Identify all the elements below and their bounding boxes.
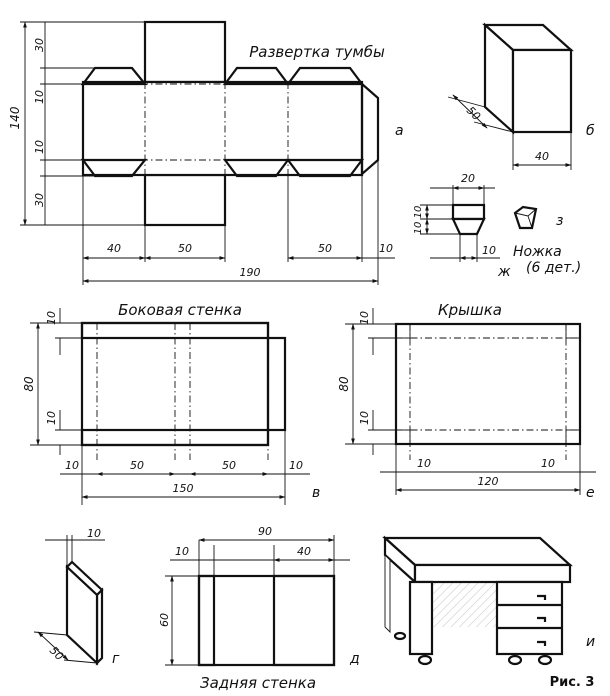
panel-v-title: Боковая стенка (118, 301, 242, 319)
dim-10-top: 10 (358, 311, 371, 325)
dim-40: 40 (535, 150, 549, 163)
dim-50-b: 50 (222, 459, 236, 472)
figure-caption: Рис. 3 (550, 675, 595, 690)
glue-tab (80, 66, 148, 86)
leg-letter: з (556, 213, 563, 229)
dim-10-left: 10 (65, 459, 79, 472)
dim-10: 10 (87, 527, 101, 540)
panel-b-letter: б (586, 123, 595, 139)
panel-d-title: Задняя стенка (200, 674, 316, 692)
dim-50-a: 50 (178, 242, 192, 255)
panel-a-letter: а (395, 123, 404, 139)
panel-i-letter: и (586, 634, 595, 650)
panel-zh-letter: ж (497, 264, 511, 280)
bottom-flap (143, 173, 227, 227)
leg-note-2: (6 дет.) (526, 260, 581, 276)
dim-50-b: 50 (318, 242, 332, 255)
dim-50-a: 50 (130, 459, 144, 472)
glue-tab (80, 158, 148, 178)
panel-d-letter: д (349, 651, 360, 667)
panel-v-letter: в (312, 485, 320, 501)
panel-d-back-wall: 90 10 40 60 Задняя стенка д (158, 525, 360, 692)
dim-140: 140 (8, 106, 22, 129)
dim-10-left: 10 (417, 457, 431, 470)
top-flap (143, 20, 227, 84)
panel-e-title: Крышка (438, 301, 502, 319)
dim-10-b: 10 (413, 222, 424, 235)
dim-150: 150 (173, 482, 194, 495)
panel-g-plank: 10 50 г (33, 527, 120, 667)
panel-v-side-wall: 10 80 10 10 50 50 10 150 Боковая стенка … (22, 301, 320, 505)
dim-10-right: 10 (541, 457, 555, 470)
dim-60: 60 (158, 613, 171, 627)
dim-10-top: 10 (33, 90, 46, 104)
side-glue-tab (360, 81, 380, 177)
panel-b-box: 50 40 б (447, 22, 595, 170)
dim-10-top: 10 (45, 311, 58, 325)
dim-40: 40 (297, 545, 311, 558)
glue-tab (285, 158, 365, 178)
dim-80: 80 (337, 376, 351, 392)
dim-10-a: 10 (413, 206, 424, 219)
dim-90: 90 (258, 525, 272, 538)
panel-g-letter: г (112, 651, 120, 667)
dim-120: 120 (478, 475, 499, 488)
dim-10-bot: 10 (358, 411, 371, 425)
dim-190: 190 (240, 266, 261, 279)
panel-zh-leg: 20 10 10 10 ж з Ножка (6 дет.) (413, 172, 581, 280)
dim-50: 50 (47, 644, 66, 663)
panel-a-unfolding: 140 30 10 10 30 40 50 50 10 190 Развертк… (8, 20, 404, 285)
dim-30-top: 30 (33, 38, 46, 52)
dim-50: 50 (464, 104, 483, 123)
dim-30-bot: 30 (33, 193, 46, 207)
panel-i-desk: и (382, 535, 595, 666)
dim-10-bot: 10 (45, 411, 58, 425)
dim-40: 40 (107, 242, 121, 255)
leg-note-1: Ножка (513, 244, 562, 260)
panel-e-lid: 10 80 10 10 10 120 Крышка е (337, 301, 596, 501)
dim-20: 20 (461, 172, 475, 185)
panel-e-letter: е (586, 485, 595, 501)
dim-10: 10 (175, 545, 189, 558)
glue-tab (285, 66, 365, 86)
dim-10-c: 10 (482, 244, 496, 257)
panel-a-title: Развертка тумбы (249, 43, 385, 61)
dim-10-right: 10 (289, 459, 303, 472)
dim-10-r: 10 (379, 242, 393, 255)
dim-10-bot: 10 (33, 140, 46, 154)
dim-80: 80 (22, 376, 36, 392)
